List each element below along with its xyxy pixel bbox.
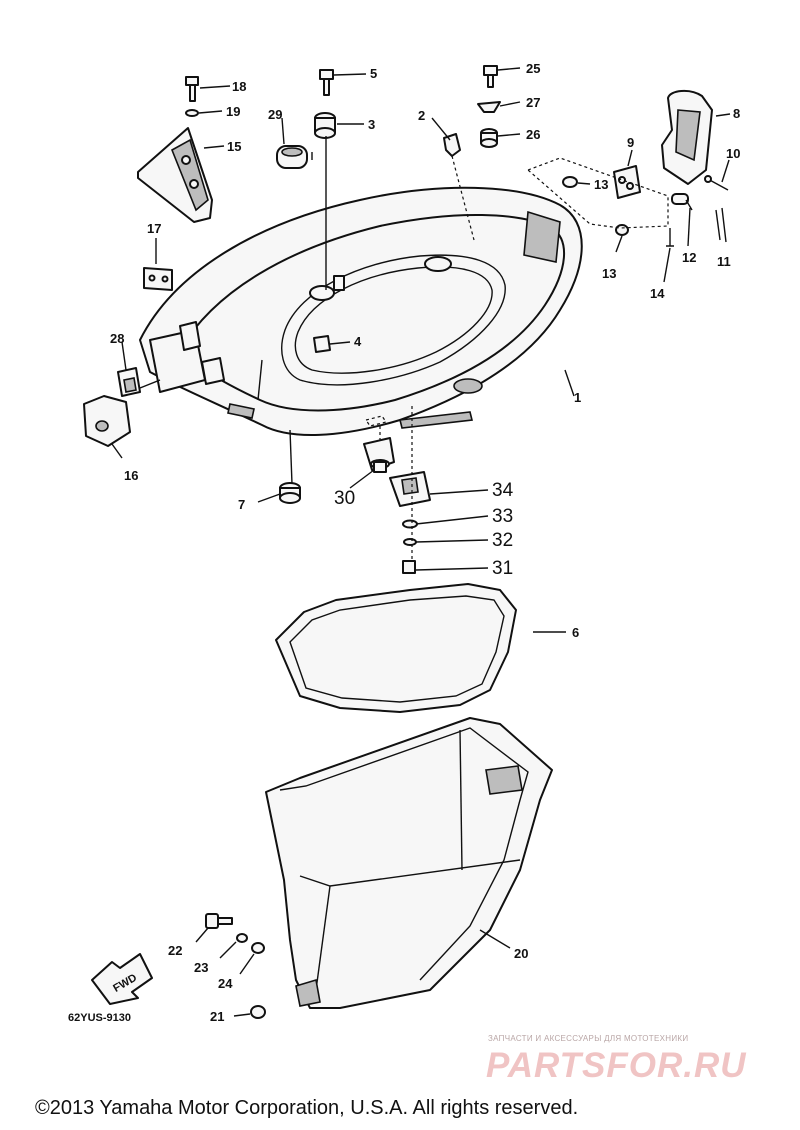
collar-33 [402,519,418,529]
bolt-25 [483,65,498,88]
callout-13b: 13 [602,266,616,281]
callout-6: 6 [572,625,579,640]
screw-22 [205,913,233,929]
copyright-notice: ©2013 Yamaha Motor Corporation, U.S.A. A… [35,1097,579,1119]
callout-4: 4 [354,334,362,349]
callout-21: 21 [210,1009,224,1024]
latch-plate-9 [613,165,641,199]
top-cowling [139,186,583,437]
washer-32 [403,538,417,546]
plug-2 [443,133,461,157]
callout-17: 17 [147,221,161,236]
washer-19 [185,109,199,117]
callout-28: 28 [110,331,124,346]
seal-6 [275,583,517,713]
side-clip-stack [149,321,225,393]
damper-29 [276,145,308,169]
nut-13-a [562,176,578,188]
callout-11: 11 [717,254,731,269]
nut-13-b [615,224,629,236]
fwd-arrow-icon: FWD [91,953,153,1005]
callout-12: 12 [682,250,696,265]
callout-34: 34 [492,480,514,501]
grommet-26 [480,128,498,148]
callout-1: 1 [574,390,581,405]
callout-20: 20 [514,946,528,961]
callout-10: 10 [726,146,740,161]
grommet-3 [314,112,336,139]
bracket-15 [137,127,213,223]
diagram-code: 62YUS-9130 [68,1012,131,1024]
callout-labels: 1 2 3 4 5 6 7 8 9 10 11 12 13 13 14 15 1… [110,61,740,1024]
callout-9: 9 [627,135,634,150]
callout-32: 32 [492,530,513,551]
callout-30: 30 [334,488,355,509]
pin-10 [704,175,729,191]
washer-23 [236,933,248,943]
callout-13a: 13 [594,177,608,192]
block-16 [83,395,131,447]
grommet-4 [313,335,331,353]
callout-24: 24 [218,976,233,991]
callout-14: 14 [650,286,665,301]
callout-33: 33 [492,506,513,527]
spring-11 [715,207,727,243]
lock-30 [363,437,395,473]
bolt-31 [402,560,416,574]
pin-12 [671,193,693,211]
callout-16: 16 [124,468,138,483]
callout-18: 18 [232,79,246,94]
callout-26: 26 [526,127,540,142]
callout-5: 5 [370,66,377,81]
callout-25: 25 [526,61,540,76]
callout-23: 23 [194,960,208,975]
nut-21 [250,1005,266,1019]
callout-2: 2 [418,108,425,123]
hook-8 [661,90,713,185]
clip-28 [117,367,141,397]
callout-19: 19 [226,104,240,119]
lever-34 [389,471,431,507]
callout-3: 3 [368,117,375,132]
bolt-18 [185,76,199,102]
rivet-14 [666,228,674,247]
callout-15: 15 [227,139,241,154]
collar-24 [251,942,265,954]
callout-7: 7 [238,497,245,512]
watermark-logo: PARTSFOR.RU [486,1046,747,1085]
callout-8: 8 [733,106,740,121]
plate-17 [143,267,173,291]
callout-22: 22 [168,943,182,958]
bottom-cowling [265,717,553,1009]
leader-lines [111,67,731,1017]
washer-27 [477,101,501,113]
callout-31: 31 [492,558,513,579]
callout-29: 29 [268,107,282,122]
watermark-caption: ЗАПЧАСТИ И АКСЕССУАРЫ ДЛЯ МОТОТЕХНИКИ [488,1034,689,1043]
bolt-5 [319,69,334,96]
callout-27: 27 [526,95,540,110]
grommet-7 [279,482,301,504]
